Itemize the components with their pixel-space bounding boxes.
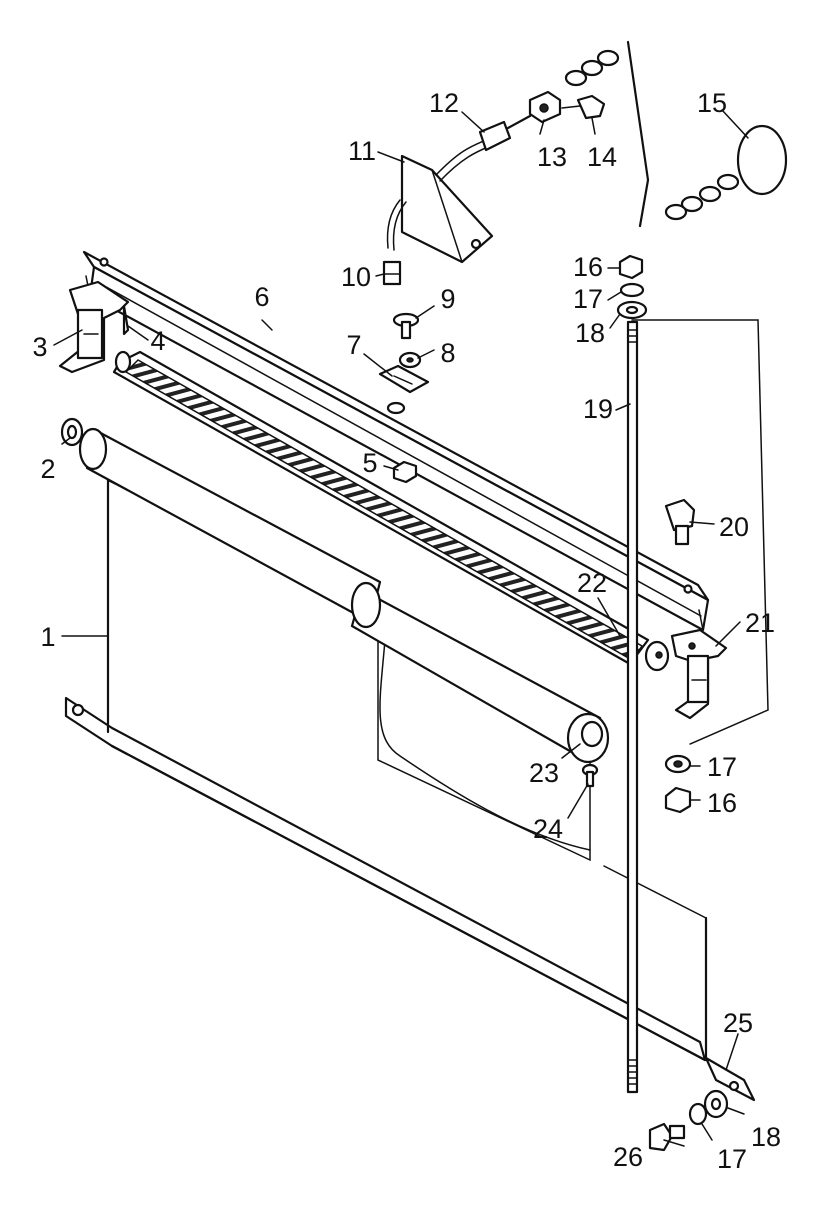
screw-part-9 xyxy=(392,312,420,340)
callout-26: 26 xyxy=(613,1142,643,1172)
callout-6: 6 xyxy=(254,282,269,312)
callout-11: 11 xyxy=(348,136,376,166)
callout-7: 7 xyxy=(346,330,361,360)
callout-24: 24 xyxy=(533,814,563,844)
callout-25: 25 xyxy=(723,1008,753,1038)
bolt-part-20 xyxy=(664,498,696,546)
coupling-part-13 xyxy=(528,90,606,124)
cable-assembly-part-12 xyxy=(382,114,532,286)
callout-4: 4 xyxy=(150,326,165,356)
callout-13: 13 xyxy=(537,142,567,172)
callout-21: 21 xyxy=(745,608,775,638)
washer-part-2 xyxy=(60,417,84,447)
callout-8: 8 xyxy=(440,338,455,368)
washer-part-8 xyxy=(398,351,422,369)
left-bracket-part-3 xyxy=(58,280,130,374)
screw-part-24 xyxy=(581,763,599,788)
callout-23: 23 xyxy=(529,758,559,788)
callout-17-upper: 17 xyxy=(573,284,603,314)
callout-22: 22 xyxy=(577,568,607,598)
callout-12: 12 xyxy=(429,88,459,118)
callout-3: 3 xyxy=(32,332,47,362)
callout-2: 2 xyxy=(40,454,55,484)
callout-14: 14 xyxy=(587,142,617,172)
callout-15: 15 xyxy=(697,88,727,118)
upper-fastener-stack xyxy=(616,254,648,320)
callout-17-bottom: 17 xyxy=(717,1144,747,1174)
mounting-bracket-part-11 xyxy=(400,154,494,264)
callout-19: 19 xyxy=(583,394,613,424)
callout-10: 10 xyxy=(341,262,371,292)
tube-roller xyxy=(78,427,610,764)
bottom-fasteners xyxy=(648,1089,729,1152)
channel-rail-part-6 xyxy=(82,250,710,632)
nut-part-5 xyxy=(392,460,418,484)
bottom-bracket-part-25 xyxy=(704,1056,756,1102)
clip-plate-part-7 xyxy=(378,364,430,415)
callout-20: 20 xyxy=(719,512,749,542)
leader-lines xyxy=(53,109,749,1147)
chain-plate-part-15 xyxy=(564,40,788,228)
callout-labels: 1 2 3 4 5 6 7 8 9 10 11 12 13 14 15 16 1… xyxy=(32,88,781,1174)
callout-18-bottom: 18 xyxy=(751,1122,781,1152)
lower-right-fasteners xyxy=(664,754,692,814)
right-bracket-part-21 xyxy=(670,628,728,720)
callout-16-right: 16 xyxy=(707,788,737,818)
callout-5: 5 xyxy=(362,448,377,478)
callout-9: 9 xyxy=(440,284,455,314)
assembly-bracket-lines xyxy=(631,319,769,745)
callout-17-right: 17 xyxy=(707,752,737,782)
callout-16-upper: 16 xyxy=(573,252,603,282)
callout-18-upper: 18 xyxy=(575,318,605,348)
callout-1: 1 xyxy=(40,622,55,652)
threaded-rod-part-19 xyxy=(626,320,639,1094)
